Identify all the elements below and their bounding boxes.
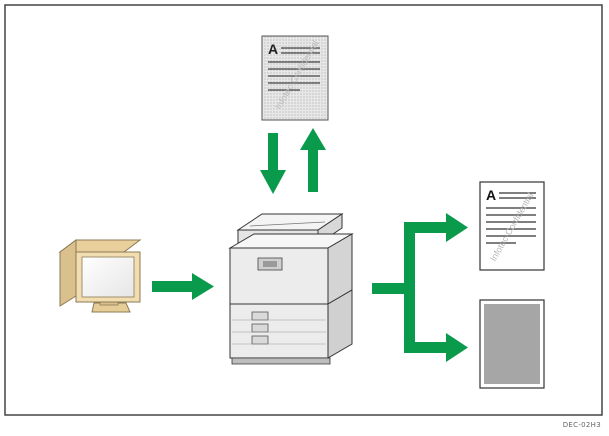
printed-document-lines [486,192,536,244]
multifunction-printer-icon [228,213,354,365]
computer-icon [58,239,142,313]
printed-document-icon: A Infotec-Confidential [479,181,545,271]
source-document-icon: A Infotec-Confidential [261,35,329,121]
output-branch-arrow [372,213,468,362]
source-document-letter: A [268,41,278,57]
scan-down-arrow [260,133,286,194]
source-document-lines [268,47,320,91]
computer-to-device-arrow [152,273,214,300]
figure-code: DEC-02H3 [562,421,601,429]
blank-sheet-icon [479,299,545,389]
printed-document-letter: A [486,187,496,203]
send-up-arrow [300,128,326,192]
